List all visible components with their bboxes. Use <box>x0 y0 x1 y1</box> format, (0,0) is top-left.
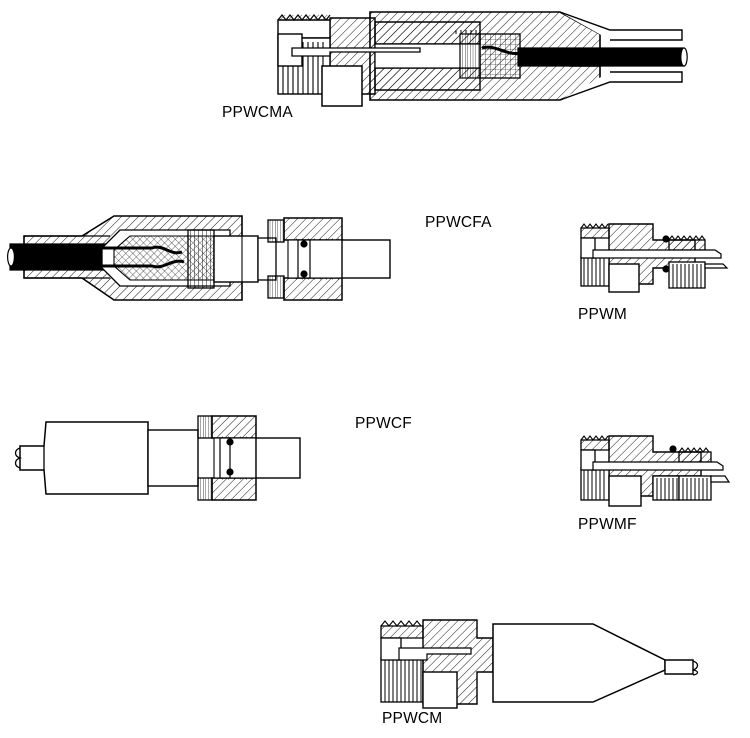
ppwcf-barrel <box>147 429 199 487</box>
ppwcma-crimp-ferrule <box>459 33 481 79</box>
ppwcma-hex-nut <box>321 65 363 107</box>
ppwm-cap <box>580 237 596 259</box>
ppwmf-rear-thread <box>580 435 610 501</box>
ppwcf-coupling-nut <box>197 415 257 501</box>
ppwcfa-o-ring-bottom <box>300 270 308 278</box>
ppwm-front-thread <box>668 235 706 289</box>
ppwcfa-o-ring-top <box>300 240 308 248</box>
ppwcf-o-ring-top <box>226 438 234 446</box>
ppwm-contact-pin-lower <box>704 263 729 269</box>
ppwm-hex-nut <box>608 263 640 293</box>
label-ppwcm: PPWCM <box>382 710 443 727</box>
ppwcma-cable-end <box>680 47 688 67</box>
ppwmf-hex-nut <box>608 475 642 507</box>
ppwm-o-ring-bottom <box>662 265 670 273</box>
part-ppwcma-drawing <box>277 11 688 107</box>
ppwcm-coupling-nut <box>380 620 424 703</box>
ppwmf-o-ring-top <box>669 445 677 453</box>
ppwcm-cable-exit <box>692 660 699 676</box>
ppwcm-boot-tip <box>664 659 694 675</box>
ppwcma-cable <box>517 47 685 67</box>
ppwm-contact-pin <box>592 249 722 259</box>
ppwcma-insulator <box>479 33 521 79</box>
ppwmf-cap <box>580 449 596 471</box>
label-ppwcf: PPWCF <box>355 415 412 432</box>
ppwcma-jacket-top <box>559 11 683 41</box>
label-ppwm: PPWM <box>578 306 628 323</box>
ppwcm-contact-pin <box>398 647 472 661</box>
ppwcm-cap <box>380 637 402 661</box>
ppwcfa-crimp-ferrule <box>187 229 215 289</box>
ppwcfa-cable-end <box>6 247 16 267</box>
ppwcma-contact-pin <box>291 47 421 57</box>
ppwmf-contact-pin <box>592 461 724 471</box>
ppwmf-contact-pin-lower <box>710 475 731 483</box>
label-ppwcma: PPWCMA <box>222 104 293 121</box>
ppwcma-conductor <box>481 45 521 55</box>
label-ppwcfa: PPWCFA <box>425 214 492 231</box>
part-ppwcf-drawing <box>14 415 301 501</box>
part-ppwmf-drawing <box>580 435 731 507</box>
ppwcfa-conductor-upper <box>60 245 183 255</box>
ppwcfa-shoulder <box>257 237 277 281</box>
label-ppwmf: PPWMF <box>578 516 637 533</box>
ppwcma-thread-ticks <box>455 30 477 34</box>
ppwcma-jacket-bottom <box>559 71 683 101</box>
part-ppwcm-drawing <box>380 619 699 709</box>
part-ppwm-drawing <box>580 223 729 293</box>
ppwcfa-mating-end <box>341 239 391 279</box>
ppwm-rear-thread <box>580 223 610 287</box>
ppwmf-front-thread <box>678 447 712 501</box>
ppwm-o-ring-top <box>662 235 670 243</box>
ppwcm-hex-nut <box>422 671 458 709</box>
ppwcf-mating-end <box>255 437 301 479</box>
ppwcf-o-ring-bottom <box>226 468 234 476</box>
ppwcfa-conductor-lower <box>60 259 185 269</box>
part-ppwcfa-drawing <box>6 215 391 301</box>
ppwcfa-coupling-nut <box>267 217 345 301</box>
ppwcf-cable-exit <box>14 447 23 469</box>
ppwcfa-barrel <box>213 235 259 283</box>
ppwcm-boot <box>492 623 666 703</box>
ppwcf-boot <box>19 421 149 495</box>
